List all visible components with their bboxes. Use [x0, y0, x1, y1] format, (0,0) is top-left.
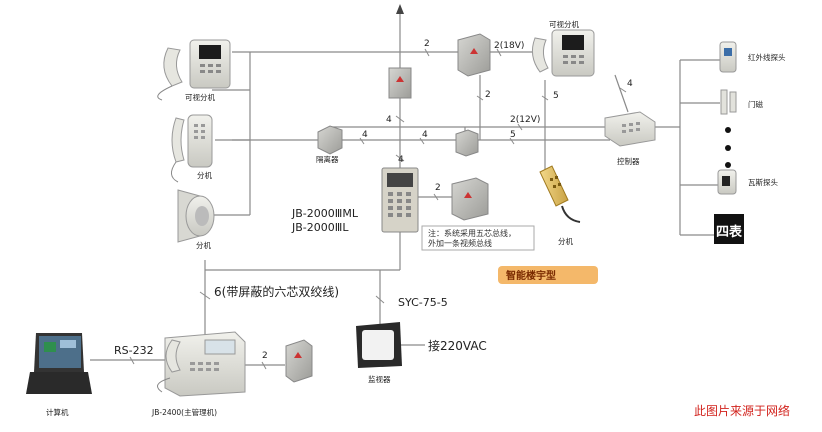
door-magnet — [720, 89, 737, 115]
riser-power-supply — [388, 67, 412, 99]
panel-power-supply — [451, 177, 489, 221]
count-riser: 4 — [386, 115, 392, 125]
power-supply-top — [457, 33, 491, 77]
label-controller: 控制器 — [617, 156, 640, 166]
text-layer: 可视分机 分机 分机 隔离器 可视分机 红外线探头 门磁 瓦斯探头 四表 控制器… — [46, 19, 790, 418]
label-rs232: RS-232 — [114, 344, 154, 357]
count-bus-12v: 2(12V) — [510, 115, 540, 125]
label-cable-six: 6(带屏蔽的六芯双绞线) — [214, 284, 339, 299]
label-ext-handheld: 分机 — [558, 236, 573, 246]
main-management-unit — [157, 331, 246, 397]
count-panel-down: 4 — [398, 155, 404, 165]
four-meters-box — [714, 214, 744, 244]
isolator — [317, 125, 343, 155]
label-note-line2: 外加一条视频总线 — [428, 238, 492, 248]
label-building-type: 智能楼宇型 — [506, 269, 556, 282]
handheld-extension — [539, 165, 581, 223]
ellipsis-dots — [725, 127, 731, 168]
extension-phone-left — [171, 114, 213, 183]
label-note-line1: 注：系统采用五芯总线， — [428, 228, 516, 238]
gas-probe — [717, 169, 737, 195]
label-computer: 计算机 — [46, 407, 69, 417]
label-infrared: 红外线探头 — [748, 52, 786, 62]
label-ext-wall: 分机 — [196, 240, 211, 250]
count-top-ps: 2 — [424, 39, 430, 49]
label-isolator: 隔离器 — [316, 154, 339, 164]
main-power-supply — [285, 339, 313, 383]
label-ext-left: 分机 — [197, 170, 212, 180]
wiring — [90, 4, 720, 370]
label-source: 此图片来源于网络 — [694, 403, 790, 418]
label-model-line1: JB-2000ⅢML — [291, 207, 359, 220]
label-gas-probe: 瓦斯探头 — [748, 177, 778, 187]
label-four-meters: 四表 — [716, 224, 743, 240]
infrared-probe — [719, 41, 737, 73]
count-ctrl-ps: 2 — [485, 90, 491, 100]
building-type-badge — [498, 266, 598, 284]
count-panel-ps: 2 — [435, 183, 441, 193]
count-top-ps-18v: 2(18V) — [494, 41, 524, 51]
label-video-ext-left: 可视分机 — [185, 92, 215, 102]
label-monitor: 监视器 — [368, 374, 391, 384]
bus-power-supply — [455, 129, 479, 157]
controller — [604, 111, 656, 147]
label-video-ext-right: 可视分机 — [549, 19, 579, 29]
computer — [26, 333, 92, 394]
door-panel — [381, 167, 419, 233]
label-power: 接220VAC — [428, 338, 487, 353]
note-box — [421, 225, 535, 251]
wall-extension — [177, 189, 215, 243]
count-isolator-in: 4 — [362, 130, 368, 140]
video-extension-left — [157, 39, 231, 101]
label-main-unit: JB-2400(主管理机) — [151, 407, 217, 417]
count-ctrl-top: 4 — [627, 79, 633, 89]
count-ctrl-bus: 5 — [510, 130, 516, 140]
monitor — [356, 322, 402, 368]
video-extension-right — [531, 29, 595, 77]
count-main-ps: 2 — [262, 351, 268, 361]
count-bus-mid: 4 — [422, 130, 428, 140]
label-door-magnet: 门磁 — [748, 99, 763, 109]
label-coax: SYC-75-5 — [398, 296, 448, 309]
label-model-line2: JB-2000ⅢL — [291, 221, 349, 234]
count-handheld: 5 — [553, 91, 559, 101]
